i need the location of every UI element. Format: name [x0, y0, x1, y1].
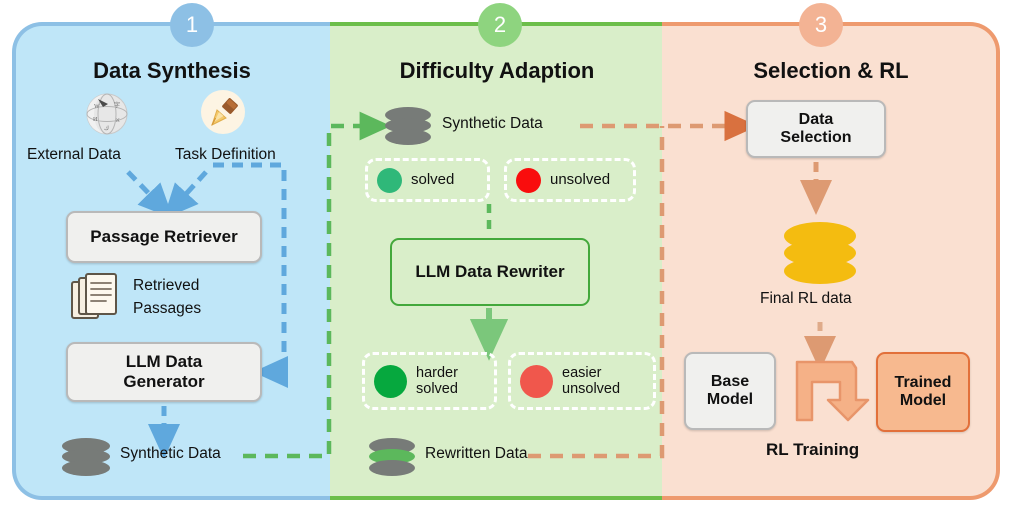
label-solved: solved [411, 170, 455, 188]
llm-generator-line2: Generator [123, 372, 205, 391]
label-easier-line1: easier [562, 364, 602, 381]
database-icon-final-rl-data [784, 222, 856, 284]
status-dot-harder-solved [374, 364, 407, 398]
box-passage-retriever[interactable]: Passage Retriever [66, 211, 262, 263]
status-dot-unsolved [516, 167, 541, 193]
pen-icon [199, 88, 247, 136]
arrow-synthetic-data-to-panel2 [243, 111, 392, 459]
arrow-task-definition-to-retriever [163, 170, 208, 220]
database-icon-rewritten-data [369, 438, 415, 476]
status-dot-solved [377, 167, 402, 193]
svg-text:W: W [94, 104, 100, 110]
box-base-model[interactable]: Base Model [684, 352, 776, 430]
label-rewritten-data: Rewritten Data [425, 445, 528, 462]
database-icon-synthetic-data-p1 [62, 438, 110, 476]
box-trained-model[interactable]: Trained Model [876, 352, 970, 432]
box-data-selection[interactable]: Data Selection [746, 100, 886, 158]
panel-title-data-synthesis: Data Synthesis [93, 58, 251, 83]
database-icon-synthetic-data-p2 [385, 107, 431, 145]
panel-title-difficulty-adaption: Difficulty Adaption [399, 58, 595, 83]
label-retrieved-passages-line2: Passages [133, 300, 202, 317]
label-synthetic-data-p1: Synthetic Data [120, 445, 221, 462]
panel-title-selection-rl: Selection & RL [753, 58, 909, 83]
arrow-rewritten-data-to-data-selection [528, 126, 665, 459]
svg-text:字: 字 [114, 101, 120, 109]
svg-text:И: И [93, 117, 98, 123]
documents-icon [70, 272, 124, 324]
trained-model-line1: Trained [894, 373, 952, 391]
label-easier-unsolved: easier unsolved [562, 365, 620, 397]
globe-icon: W 字 И א ك [84, 90, 130, 136]
label-unsolved: unsolved [550, 170, 611, 188]
label-synthetic-data-p2: Synthetic Data [442, 115, 543, 132]
llm-generator-line1: LLM Data [125, 352, 203, 372]
chip-unsolved: unsolved [504, 158, 636, 202]
loop-arrow-icon [795, 360, 870, 422]
chip-easier-unsolved: easier unsolved [508, 352, 656, 410]
label-harder-line2: solved [416, 381, 458, 397]
chip-harder-solved: harder solved [362, 352, 497, 410]
label-task-definition: Task Definition [175, 146, 276, 163]
box-llm-data-rewriter[interactable]: LLM Data Rewriter [390, 238, 590, 306]
label-rl-training: RL Training [766, 440, 860, 459]
label-retrieved-passages-line1: Retrieved [133, 277, 200, 294]
step-badge-1: 1 [170, 3, 214, 47]
arrow-task-definition-to-generator [213, 162, 289, 389]
label-external-data: External Data [27, 146, 121, 163]
base-model-line1: Base [710, 372, 750, 390]
box-llm-data-generator[interactable]: LLM Data Generator [66, 342, 262, 402]
data-selection-line1: Data [798, 110, 834, 128]
step-badge-2: 2 [478, 3, 522, 47]
label-easier-line2: unsolved [562, 381, 621, 397]
svg-text:ك: ك [104, 125, 109, 132]
chip-solved: solved [365, 158, 490, 202]
label-final-rl-data: Final RL data [760, 290, 852, 307]
step-badge-3: 3 [799, 3, 843, 47]
data-selection-line2: Selection [780, 129, 852, 146]
base-model-line2: Model [706, 391, 754, 408]
label-harder-solved: harder solved [416, 365, 458, 397]
arrow-external-data-to-retriever [126, 170, 174, 219]
label-harder-line1: harder [416, 364, 458, 381]
trained-model-line2: Model [899, 392, 947, 409]
status-dot-easier-unsolved [520, 364, 553, 398]
svg-text:א: א [116, 118, 120, 124]
